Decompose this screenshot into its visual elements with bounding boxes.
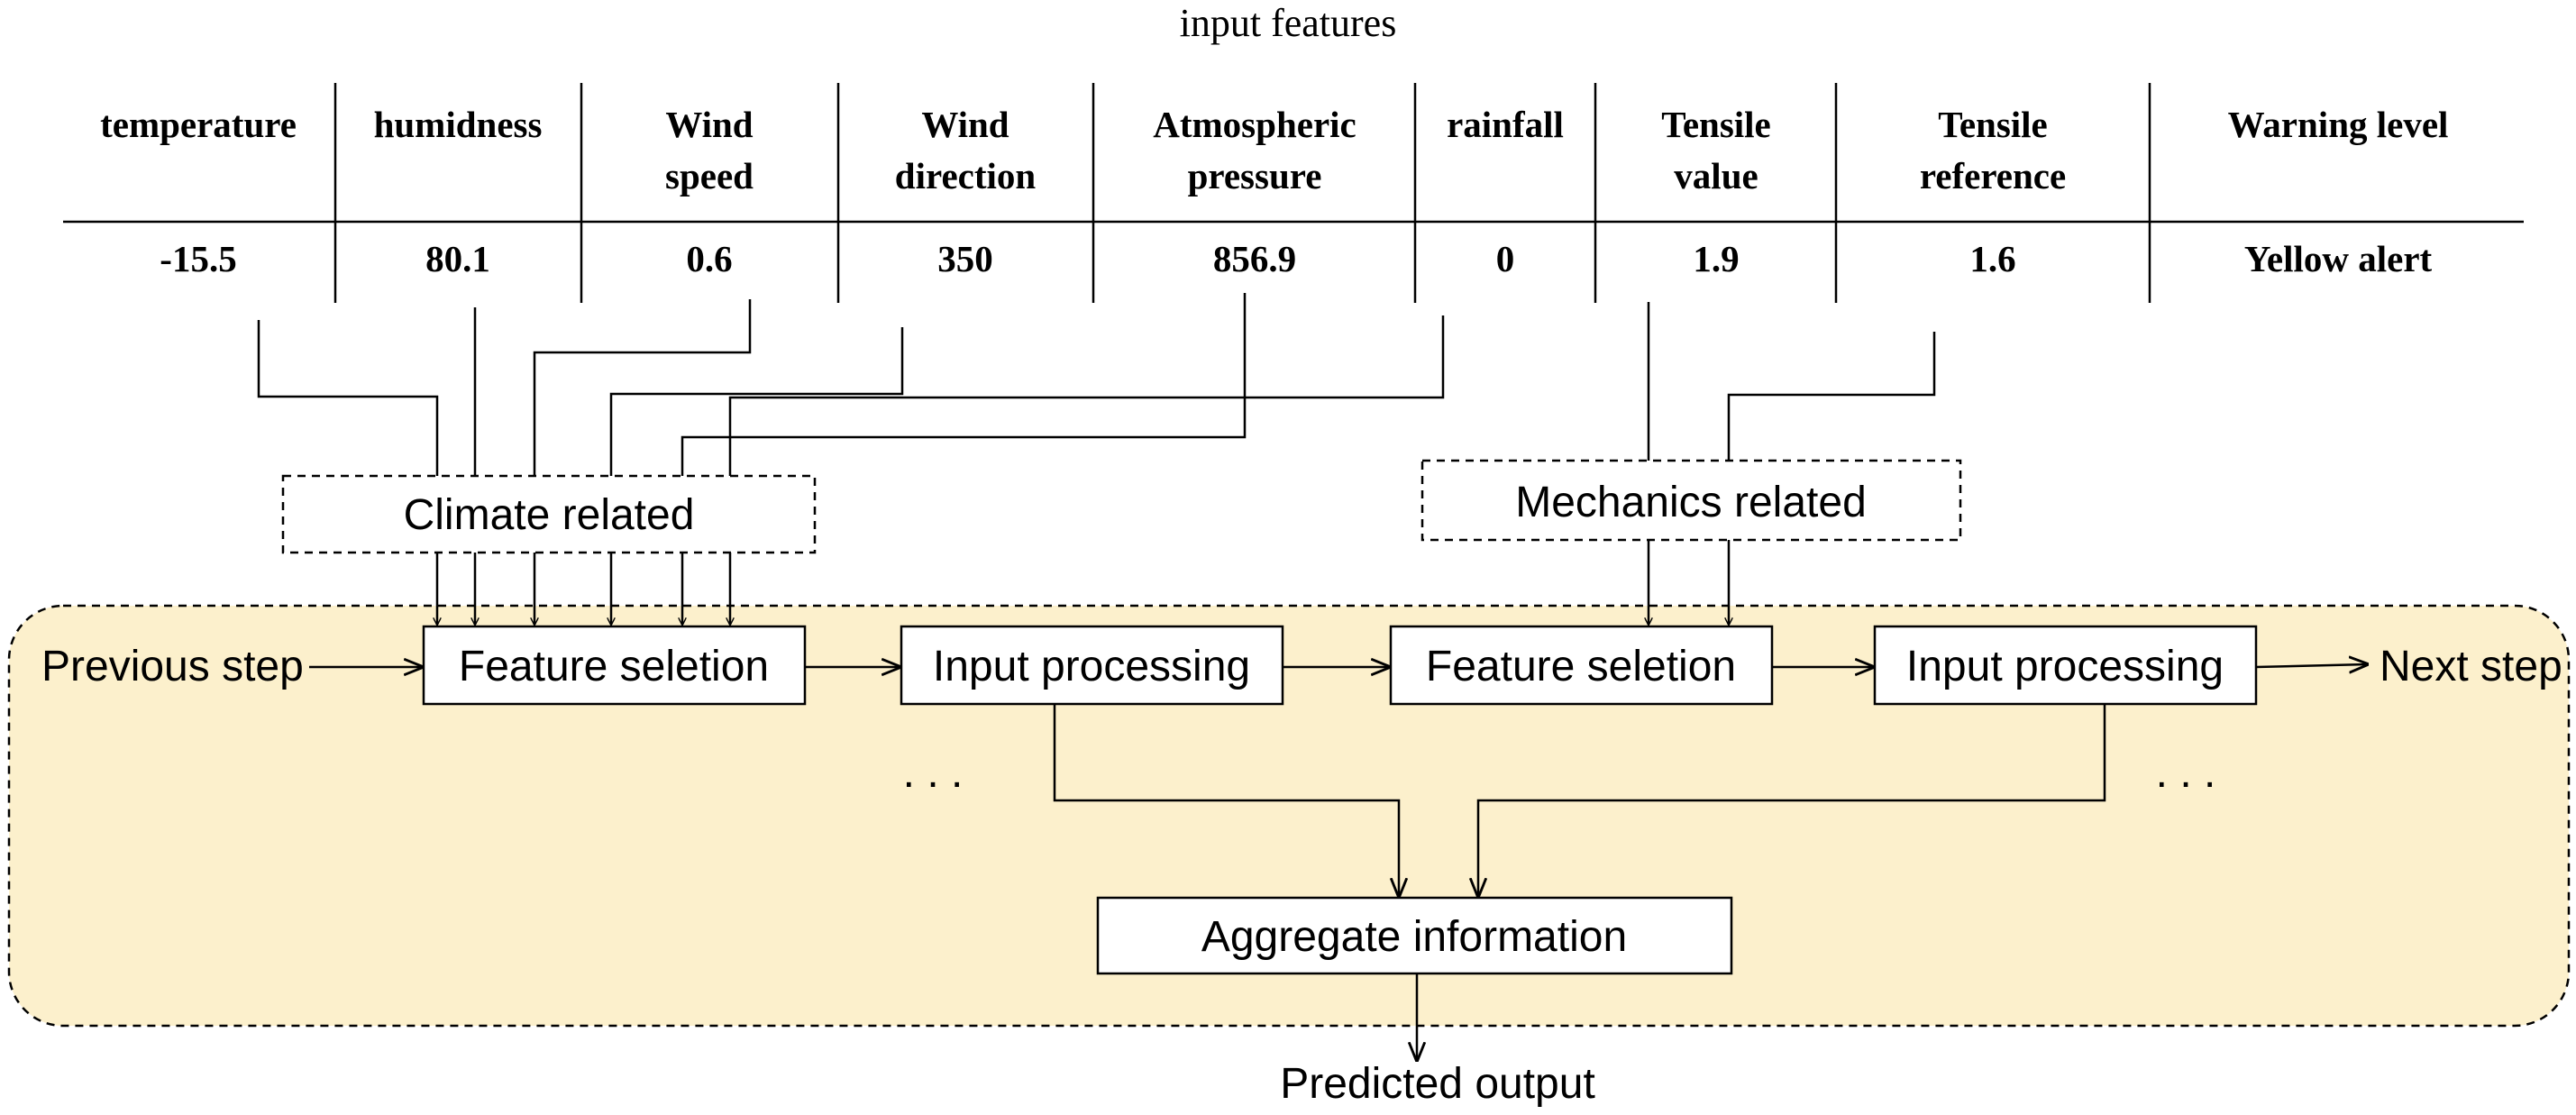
- feature-selection-1-box: [422, 625, 807, 706]
- mechanics-related-box: [1420, 459, 1962, 542]
- next-step-label: Next step: [2380, 643, 2562, 690]
- value-warning-level: Yellow alert: [2244, 238, 2433, 279]
- climate-related-group: Climate related: [281, 474, 817, 554]
- value-wind-direction: 350: [937, 238, 993, 279]
- aggregate-information-label: Aggregate information: [1201, 913, 1627, 961]
- header-warning-level: Warning level: [2228, 104, 2449, 145]
- header-tensile-reference-line1: Tensile: [1938, 104, 2048, 145]
- header-tensile-value-line2: value: [1674, 155, 1758, 196]
- arrow-input-processing-2-to-aggregate: [1478, 704, 2106, 896]
- header-wind-direction-line2: direction: [895, 155, 1037, 196]
- ellipsis-right: . . .: [2156, 749, 2216, 797]
- aggregate-information-box: [1096, 896, 1733, 975]
- value-humidness: 80.1: [425, 238, 490, 279]
- input-processing-1-label: Input processing: [933, 643, 1250, 690]
- header-wind-direction-line1: Wind: [921, 104, 1009, 145]
- value-rainfall: 0: [1496, 238, 1515, 279]
- value-atmospheric-pressure: 856.9: [1213, 238, 1296, 279]
- feature-selection-2: Feature seletion: [1389, 625, 1774, 706]
- input-processing-1: Input processing: [900, 625, 1284, 706]
- header-humidness: humidness: [374, 104, 543, 145]
- connector-wind-direction: [609, 327, 904, 476]
- previous-step-label: Previous step: [41, 643, 304, 690]
- header-atmospheric-pressure-line2: pressure: [1188, 155, 1322, 196]
- connector-rainfall: [728, 315, 1445, 476]
- connector-tensile-reference: [1727, 332, 1936, 461]
- feature-table: temperature humidness Wind speed Wind di…: [63, 83, 2524, 303]
- header-atmospheric-pressure-line1: Atmospheric: [1153, 104, 1356, 145]
- feature-connectors: [257, 293, 1936, 476]
- header-tensile-reference-line2: reference: [1920, 155, 2066, 196]
- arrow-input-processing-to-next-step: [2255, 664, 2367, 667]
- header-rainfall: rainfall: [1447, 104, 1564, 145]
- flow-arrows: [309, 664, 2367, 667]
- group-arrows: [437, 540, 1729, 625]
- arrow-input-processing-1-to-aggregate: [1053, 704, 1399, 896]
- feature-selection-1: Feature seletion: [422, 625, 807, 706]
- connector-wind-speed: [533, 299, 752, 476]
- figure-title: input features: [1180, 1, 1397, 45]
- value-tensile-value: 1.9: [1693, 238, 1739, 279]
- value-temperature: -15.5: [160, 238, 236, 279]
- ellipsis-left: . . .: [903, 749, 964, 797]
- mechanics-related-group: Mechanics related: [1420, 459, 1962, 542]
- value-wind-speed: 0.6: [686, 238, 732, 279]
- feature-selection-2-label: Feature seletion: [1426, 643, 1736, 690]
- value-tensile-reference: 1.6: [1969, 238, 2015, 279]
- climate-related-box: [281, 474, 817, 554]
- header-wind-speed-line2: speed: [665, 155, 754, 196]
- header-tensile-value-line1: Tensile: [1661, 104, 1771, 145]
- input-processing-2: Input processing: [1873, 625, 2258, 706]
- input-processing-2-label: Input processing: [1906, 643, 2224, 690]
- header-temperature: temperature: [100, 104, 297, 145]
- processing-region: [7, 604, 2571, 1028]
- climate-related-label: Climate related: [404, 491, 695, 539]
- aggregation-arrows: [1053, 704, 2106, 1060]
- header-wind-speed-line1: Wind: [665, 104, 753, 145]
- mechanics-related-label: Mechanics related: [1515, 479, 1867, 526]
- feature-selection-1-label: Feature seletion: [459, 643, 769, 690]
- connector-atmospheric-pressure: [681, 293, 1247, 476]
- aggregate-information: Aggregate information: [1096, 896, 1733, 975]
- connector-temperature: [257, 320, 439, 476]
- predicted-output-label: Predicted output: [1280, 1060, 1595, 1108]
